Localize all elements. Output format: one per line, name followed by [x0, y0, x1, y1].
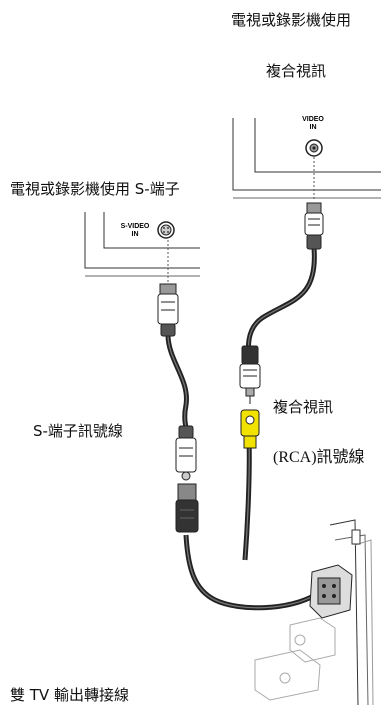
rca-yellow-jack [240, 409, 260, 449]
video-in-jack [305, 139, 323, 157]
tv-vcr-svideo-label: 電視或錄影機使用 S-端子 [10, 180, 180, 198]
tv-out-connector [309, 564, 353, 619]
rca-plug-top [304, 202, 324, 250]
adapter-cable-label: 雙 TV 輸出轉接線 [10, 686, 129, 704]
rca-cable-label: (RCA)訊號線 [273, 449, 365, 466]
ghost-connector [254, 617, 336, 701]
video-in-label-1: VIDEO [302, 116, 324, 123]
svideo-cable [165, 334, 317, 611]
rca-cable [242, 247, 317, 561]
svideo-in-label-1: S-VIDEO [121, 223, 150, 230]
svideo-in-jack [157, 221, 175, 239]
tv-vcr-label-top: 電視或錄影機使用 [231, 11, 352, 29]
svideo-plug-mid [175, 425, 197, 481]
svideo-in-label-2: IN [132, 231, 139, 238]
svideo-plug-top [157, 283, 179, 337]
svideo-jack-dark [175, 483, 199, 533]
tv-panel-composite [232, 118, 381, 199]
svideo-cable-label: S-端子訊號線 [33, 422, 123, 440]
computer-back-panel [329, 519, 374, 705]
composite-video-label-mid: 複合視訊 [273, 398, 334, 416]
video-in-label-2: IN [310, 124, 317, 131]
composite-video-label-top: 複合視訊 [266, 62, 327, 80]
tv-panel-svideo [84, 212, 200, 277]
rca-plug-male [239, 345, 261, 404]
